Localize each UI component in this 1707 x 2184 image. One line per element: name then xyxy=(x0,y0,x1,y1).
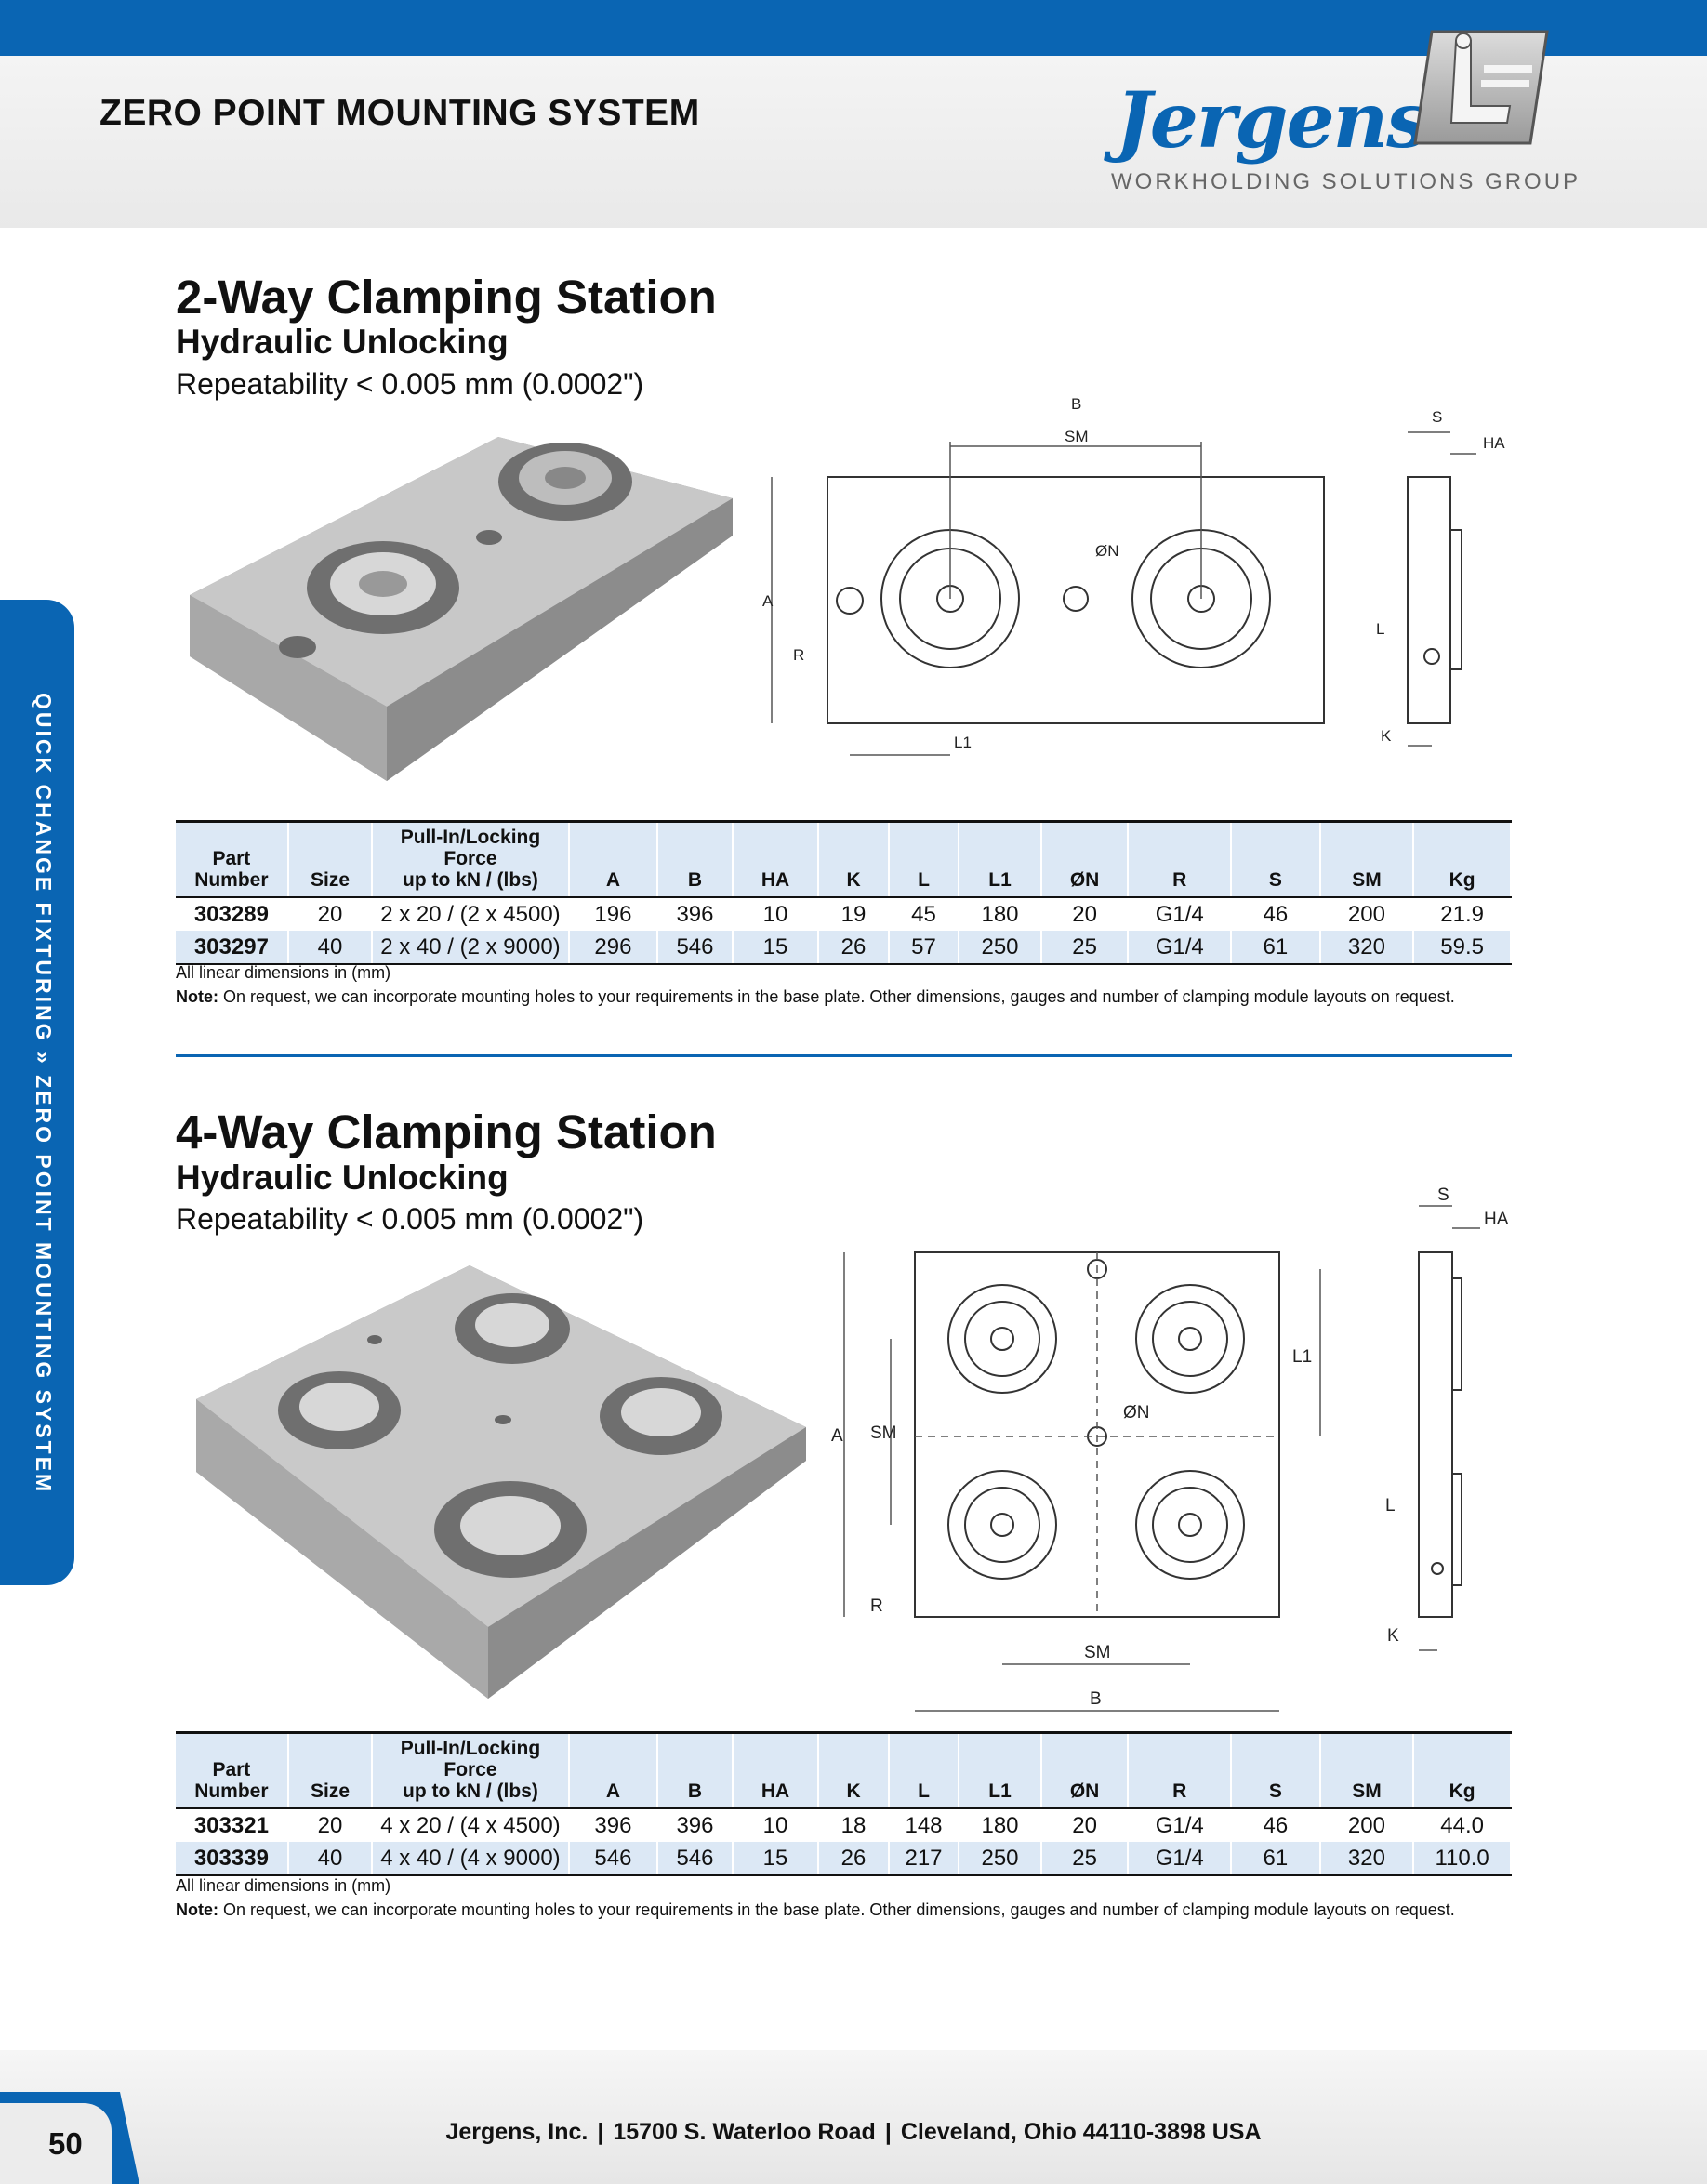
page-footer xyxy=(0,2050,1707,2184)
section1-subtitle: Hydraulic Unlocking xyxy=(176,323,509,361)
section1-title: 2-Way Clamping Station xyxy=(176,271,717,324)
drawing-label-l1: L1 xyxy=(1292,1347,1312,1367)
side-tab-label: QUICK CHANGE FIXTURING » ZERO POINT MOUN… xyxy=(32,693,56,1495)
brand-logo-text: Jergens xyxy=(1116,76,1429,165)
drawing-label-b: B xyxy=(1071,395,1081,413)
col-kg: Kg xyxy=(1413,820,1512,898)
two-way-dimension-drawing: B SM A R L1 ØN S HA L K xyxy=(762,395,1505,756)
page-number-box xyxy=(0,2103,112,2184)
col-l1: L1 xyxy=(959,1731,1042,1809)
col-b: B xyxy=(657,1731,734,1809)
col-on: ØN xyxy=(1040,1731,1130,1809)
table-row: 303339 40 4 x 40 / (4 x 9000) 546 546 15… xyxy=(176,1842,1512,1876)
drawing-label-ha: HA xyxy=(1484,1210,1509,1229)
footer-street: 15700 S. Waterloo Road xyxy=(613,2119,876,2145)
col-r: R xyxy=(1128,820,1233,898)
top-accent-bar xyxy=(0,0,1707,56)
drawing-label-l1: L1 xyxy=(954,734,972,751)
drawing-label-s: S xyxy=(1437,1185,1449,1205)
table-row: 303289 20 2 x 20 / (2 x 4500) 196 396 10… xyxy=(176,897,1512,931)
footer-city: Cleveland, Ohio 44110-3898 USA xyxy=(900,2119,1262,2145)
table-row: 303297 40 2 x 40 / (2 x 9000) 296 546 15… xyxy=(176,931,1512,965)
col-size: Size xyxy=(287,820,374,898)
col-size: Size xyxy=(287,1731,374,1809)
drawing-label-a: A xyxy=(762,592,774,610)
col-s: S xyxy=(1231,820,1321,898)
section2-title: 4-Way Clamping Station xyxy=(176,1105,717,1158)
col-a: A xyxy=(568,1731,659,1809)
col-l: L xyxy=(888,1731,960,1809)
section2-repeatability: Repeatability < 0.005 mm (0.0002") xyxy=(176,1202,644,1236)
brand-tagline: WORKHOLDING SOLUTIONS GROUP xyxy=(1111,169,1581,194)
four-way-dimension-drawing: A SM R L1 ØN SM B S HA L K xyxy=(831,1185,1509,1712)
jergens-emblem-icon xyxy=(1413,30,1549,145)
col-sm: SM xyxy=(1319,1731,1415,1809)
two-way-station-photo xyxy=(190,437,733,781)
drawing-label-ha: HA xyxy=(1483,434,1505,452)
request-note: Note: On request, we can incorporate mou… xyxy=(176,987,1455,1006)
table-row: 303321 20 4 x 20 / (4 x 4500) 396 396 10… xyxy=(176,1808,1512,1842)
section-divider xyxy=(176,1054,1512,1057)
page-number: 50 xyxy=(48,2126,83,2161)
col-a: A xyxy=(568,820,659,898)
section2-subtitle: Hydraulic Unlocking xyxy=(176,1158,509,1197)
footer-company: Jergens, Inc. xyxy=(445,2119,589,2145)
page-title: ZERO POINT MOUNTING SYSTEM xyxy=(99,93,700,133)
drawing-label-r: R xyxy=(870,1596,883,1616)
four-way-station-photo xyxy=(196,1265,806,1699)
col-s: S xyxy=(1231,1731,1321,1809)
drawing-label-sm: SM xyxy=(1065,428,1089,445)
request-note: Note: On request, we can incorporate mou… xyxy=(176,1900,1455,1919)
drawing-label-k: K xyxy=(1387,1626,1399,1646)
footer-address: Jergens, Inc.|15700 S. Waterloo Road|Cle… xyxy=(445,2119,1262,2145)
section2-notes: All linear dimensions in (mm) Note: On r… xyxy=(176,1873,1455,1922)
dims-note: All linear dimensions in (mm) xyxy=(176,1876,391,1895)
col-ha: HA xyxy=(732,820,820,898)
drawing-label-b: B xyxy=(1090,1689,1102,1709)
col-on: ØN xyxy=(1040,820,1130,898)
drawing-label-l: L xyxy=(1385,1496,1396,1516)
section1-notes: All linear dimensions in (mm) Note: On r… xyxy=(176,960,1455,1009)
drawing-label-l: L xyxy=(1376,620,1384,638)
drawing-label-sm: SM xyxy=(870,1423,897,1443)
col-kg: Kg xyxy=(1413,1731,1512,1809)
dims-note: All linear dimensions in (mm) xyxy=(176,963,391,982)
col-l: L xyxy=(888,820,960,898)
drawing-label-k: K xyxy=(1381,727,1392,745)
section1-repeatability: Repeatability < 0.005 mm (0.0002") xyxy=(176,367,644,401)
drawing-label-r: R xyxy=(793,646,804,664)
drawing-label-s: S xyxy=(1432,408,1442,426)
col-l1: L1 xyxy=(959,820,1042,898)
drawing-label-a: A xyxy=(831,1426,843,1446)
col-r: R xyxy=(1128,1731,1233,1809)
side-section-tab xyxy=(0,600,74,1585)
col-b: B xyxy=(657,820,734,898)
drawing-label-on: ØN xyxy=(1095,542,1119,560)
col-ha: HA xyxy=(732,1731,820,1809)
col-k: K xyxy=(818,1731,890,1809)
drawing-label-sm-bottom: SM xyxy=(1084,1643,1111,1662)
col-sm: SM xyxy=(1319,820,1415,898)
col-k: K xyxy=(818,820,890,898)
drawing-label-on: ØN xyxy=(1123,1403,1150,1423)
